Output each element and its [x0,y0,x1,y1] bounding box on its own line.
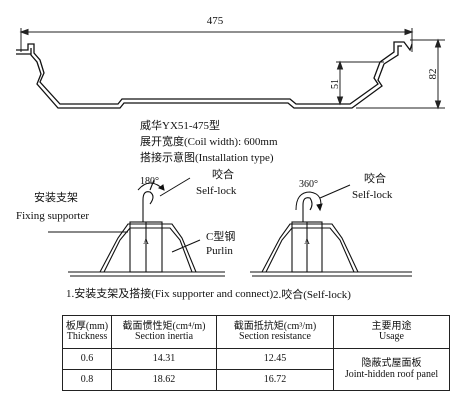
height-dimension [356,38,445,110]
panel-profile [16,41,413,109]
cell-thickness: 0.6 [62,348,112,370]
width-label: 475 [207,15,224,27]
cell-resistance: 16.72 [216,369,334,391]
rotation-arc-1 [137,177,191,197]
coil-width-label: 展开宽度(Coil width): 600mm [140,136,278,148]
table-header-row: 板厚(mm) Thickness 截面惯性矩(cm⁴/m) Section in… [62,315,450,349]
header-resistance: 截面抵抗矩(cm³/m) Section resistance [216,315,334,349]
fixing-supporter-cn: 安装支架 [34,192,78,204]
fix-marker: A [143,237,149,246]
height-label: 82 [427,69,439,80]
caption-selflock: 2.咬合(Self-lock) [273,289,351,301]
header-inertia: 截面惯性矩(cm⁴/m) Section inertia [111,315,217,349]
table-row: 0.8 18.62 16.72 [62,369,450,391]
fixing-figure-1: A [68,179,225,277]
selflock-cn-2: 咬合 [364,173,386,185]
cell-thickness: 0.8 [62,369,112,391]
installation-label: 搭接示意图(Installation type) [140,152,274,164]
rib-label: 51 [330,79,341,89]
spec-table: 板厚(mm) Thickness 截面惯性矩(cm⁴/m) Section in… [62,315,450,391]
caption-fix: 1.安装支架及搭接(Fix supporter and connect) [66,288,274,300]
fixing-leader [48,231,201,253]
fixing-supporter-en: Fixing supporter [16,210,90,222]
angle-180-label: 180° [140,176,159,187]
model-label: 威华YX51-475型 [140,120,221,132]
rib-dimension [336,60,384,106]
cell-resistance: 12.45 [216,348,334,370]
cell-usage: 隐蔽式屋面板 Joint-hidden roof panel [333,348,450,391]
width-dimension [19,28,414,52]
table-row: 0.6 14.31 12.45 隐蔽式屋面板 Joint-hidden roof… [62,348,450,391]
angle-360-label: 360° [299,179,318,190]
cell-inertia: 18.62 [111,369,217,391]
selflock-en-1: Self-lock [196,185,237,197]
cell-inertia: 14.31 [111,348,217,370]
fix-marker-2: A [304,237,310,246]
rotation-arc-2 [295,184,351,212]
selflock-en-2: Self-lock [352,189,393,201]
purlin-cn: C型钢 [206,231,236,243]
header-usage: 主要用途 Usage [333,315,450,349]
selflock-cn-1: 咬合 [212,169,234,181]
fixing-figure-2: A [250,197,412,277]
header-thickness: 板厚(mm) Thickness [62,315,112,349]
purlin-en: Purlin [206,245,233,257]
